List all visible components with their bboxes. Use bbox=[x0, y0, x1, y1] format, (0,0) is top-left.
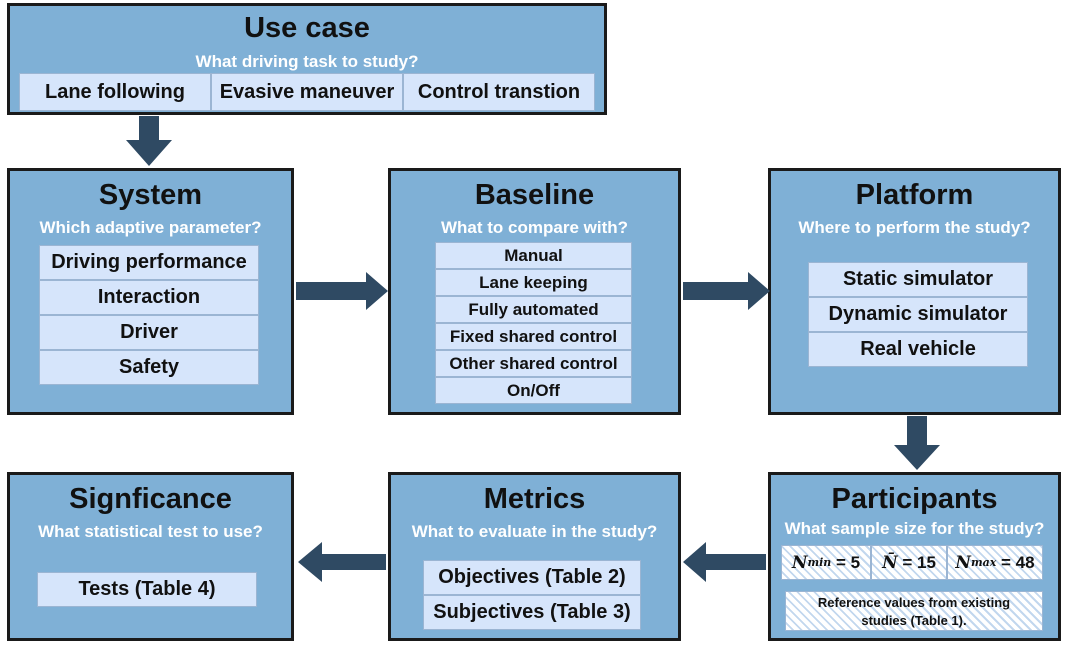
nmean-value: = 15 bbox=[902, 552, 936, 572]
system-title: System bbox=[98, 179, 203, 211]
significance-title: Signficance bbox=[69, 483, 232, 515]
platform-question: Where to perform the study? bbox=[798, 218, 1031, 237]
baseline-items: Manual Lane keeping Fully automated Fixe… bbox=[435, 242, 632, 404]
nmin-subscript: min bbox=[807, 556, 832, 569]
significance-question: What statistical test to use? bbox=[38, 522, 263, 541]
system-box: System Which adaptive parameter? Driving… bbox=[7, 168, 294, 415]
nmean-symbol: N̄ bbox=[882, 552, 898, 573]
usecase-question: What driving task to study? bbox=[195, 52, 419, 71]
system-item: Driver bbox=[39, 315, 259, 350]
baseline-item: On/Off bbox=[435, 377, 632, 404]
platform-box: Platform Where to perform the study? Sta… bbox=[768, 168, 1061, 415]
platform-items: Static simulator Dynamic simulator Real … bbox=[808, 262, 1028, 367]
metrics-item: Subjectives (Table 3) bbox=[423, 595, 641, 630]
system-question: Which adaptive parameter? bbox=[39, 218, 262, 237]
reference-note: Reference values from existing studies (… bbox=[785, 591, 1043, 631]
nmin-value: = 5 bbox=[836, 552, 861, 572]
baseline-item: Other shared control bbox=[435, 350, 632, 377]
reference-note-line: studies (Table 1). bbox=[861, 613, 967, 628]
significance-box: Signficance What statistical test to use… bbox=[7, 472, 294, 641]
platform-title: Platform bbox=[855, 179, 974, 211]
platform-item: Static simulator bbox=[808, 262, 1028, 297]
participants-box: Participants What sample size for the st… bbox=[768, 472, 1061, 641]
arrow-system-to-baseline bbox=[296, 272, 388, 310]
nmax-symbol: N bbox=[955, 552, 971, 573]
participants-title: Participants bbox=[831, 483, 998, 515]
arrow-baseline-to-platform bbox=[683, 272, 770, 310]
arrow-usecase-to-system bbox=[126, 116, 172, 166]
system-item: Driving performance bbox=[39, 245, 259, 280]
nmean-cell: N̄ = 15 bbox=[871, 545, 947, 580]
significance-item: Tests (Table 4) bbox=[37, 572, 257, 607]
metrics-title: Metrics bbox=[483, 483, 586, 515]
system-item: Interaction bbox=[39, 280, 259, 315]
baseline-question: What to compare with? bbox=[441, 218, 628, 237]
arrow-participants-to-metrics bbox=[683, 542, 766, 582]
baseline-title: Baseline bbox=[474, 179, 595, 211]
nmin-symbol: N bbox=[791, 552, 808, 573]
baseline-item: Manual bbox=[435, 242, 632, 269]
usecase-items: Lane following Evasive maneuver Control … bbox=[19, 73, 595, 111]
nmax-value: = 48 bbox=[1001, 552, 1035, 572]
baseline-item: Lane keeping bbox=[435, 269, 632, 296]
metrics-question: What to evaluate in the study? bbox=[411, 522, 658, 541]
metrics-box: Metrics What to evaluate in the study? O… bbox=[388, 472, 681, 641]
metrics-item: Objectives (Table 2) bbox=[423, 560, 641, 595]
usecase-item: Control transtion bbox=[403, 73, 595, 111]
metrics-items: Objectives (Table 2) Subjectives (Table … bbox=[423, 560, 641, 630]
baseline-item: Fixed shared control bbox=[435, 323, 632, 350]
system-items: Driving performance Interaction Driver S… bbox=[39, 245, 259, 385]
nmax-subscript: max bbox=[970, 556, 997, 569]
usecase-item: Evasive maneuver bbox=[211, 73, 403, 111]
usecase-box: Use case What driving task to study? Lan… bbox=[7, 3, 607, 115]
platform-item: Real vehicle bbox=[808, 332, 1028, 367]
system-item: Safety bbox=[39, 350, 259, 385]
usecase-item: Lane following bbox=[19, 73, 211, 111]
reference-note-line: Reference values from existing bbox=[817, 595, 1011, 610]
baseline-item: Fully automated bbox=[435, 296, 632, 323]
usecase-title: Use case bbox=[244, 12, 370, 44]
platform-item: Dynamic simulator bbox=[808, 297, 1028, 332]
participants-question: What sample size for the study? bbox=[784, 519, 1045, 538]
arrow-platform-to-participants bbox=[894, 416, 940, 470]
significance-items: Tests (Table 4) bbox=[37, 572, 257, 607]
baseline-box: Baseline What to compare with? Manual La… bbox=[388, 168, 681, 415]
arrow-metrics-to-significance bbox=[298, 542, 386, 582]
